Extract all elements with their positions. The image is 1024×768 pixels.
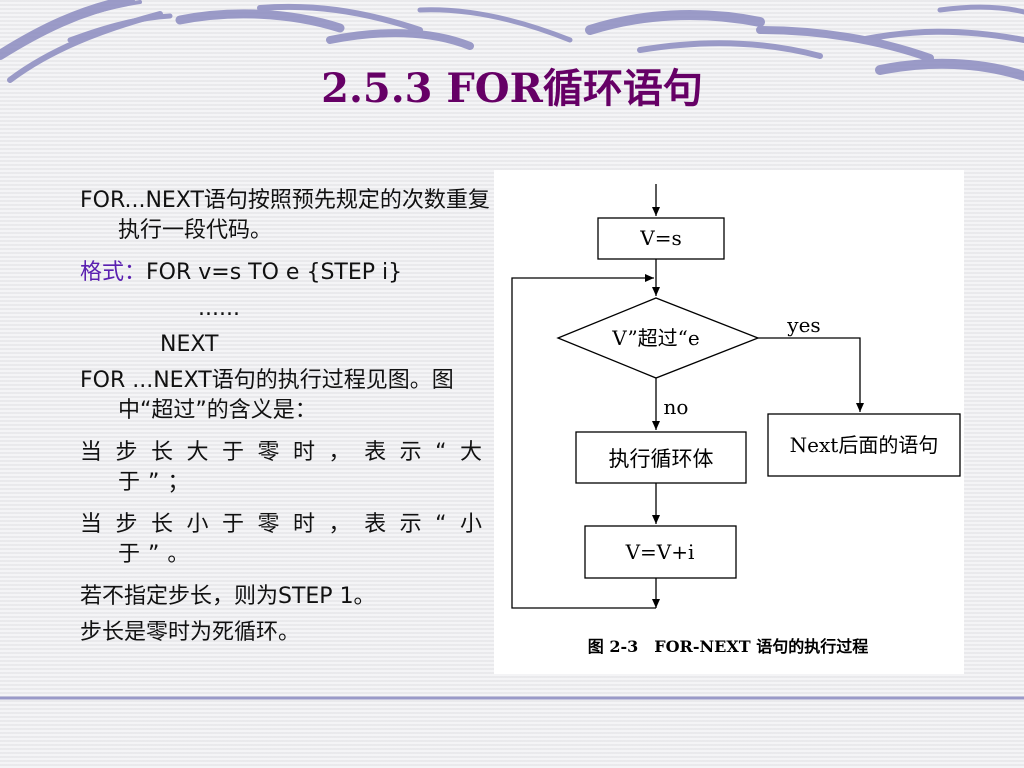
body-text: FOR...NEXT语句按照预先规定的次数重复执行一段代码。 格式：FOR v=… bbox=[80, 186, 490, 654]
format-label: 格式： bbox=[80, 260, 147, 285]
paragraph-positive-step: 当步长大于零时，表示“大于”； bbox=[80, 440, 490, 495]
init-box-label: V=s bbox=[639, 226, 681, 250]
paragraph-zero-step: 步长是零时为死循环。 bbox=[80, 620, 301, 645]
flowchart: V=s V”超过“e yes no 执行循环体 V=V+i Next后面的语句 … bbox=[511, 184, 961, 656]
paragraph-default-step: 若不指定步长，则为STEP 1。 bbox=[80, 584, 376, 609]
edge-loop-back bbox=[511, 274, 656, 609]
edge-decision-yes bbox=[758, 337, 864, 412]
paragraph-ellipsis: ...... bbox=[198, 296, 240, 321]
body-box bbox=[575, 431, 747, 484]
figure-caption: 图 2-3 FOR-NEXT 语句的执行过程 bbox=[588, 637, 868, 656]
flowchart-figure: V=s V”超过“e yes no 执行循环体 V=V+i Next后面的语句 … bbox=[494, 170, 964, 674]
next-box-label: Next后面的语句 bbox=[790, 433, 939, 457]
paragraph-next: NEXT bbox=[160, 332, 219, 357]
increment-box-label: V=V+i bbox=[625, 540, 695, 564]
format-syntax: FOR v=s TO e {STEP i} bbox=[146, 260, 403, 285]
init-box bbox=[597, 217, 725, 260]
increment-box bbox=[584, 525, 737, 579]
decision-label: V”超过“e bbox=[611, 326, 699, 350]
no-label: no bbox=[664, 395, 689, 419]
paragraph-explanation: FOR ...NEXT语句的执行过程见图。图中“超过”的含义是： bbox=[80, 368, 454, 423]
decision-diamond bbox=[556, 297, 760, 379]
body-box-label: 执行循环体 bbox=[609, 447, 714, 471]
slide-title: 2.5.3 FOR循环语句 bbox=[321, 65, 703, 112]
paragraph-negative-step: 当步长小于零时，表示“小于”。 bbox=[80, 512, 490, 567]
paragraph-format: 格式：FOR v=s TO e {STEP i} bbox=[80, 258, 490, 288]
paragraph-intro: FOR...NEXT语句按照预先规定的次数重复执行一段代码。 bbox=[80, 188, 490, 243]
yes-label: yes bbox=[786, 313, 820, 337]
next-box bbox=[767, 413, 961, 477]
bottom-divider bbox=[0, 696, 1024, 700]
